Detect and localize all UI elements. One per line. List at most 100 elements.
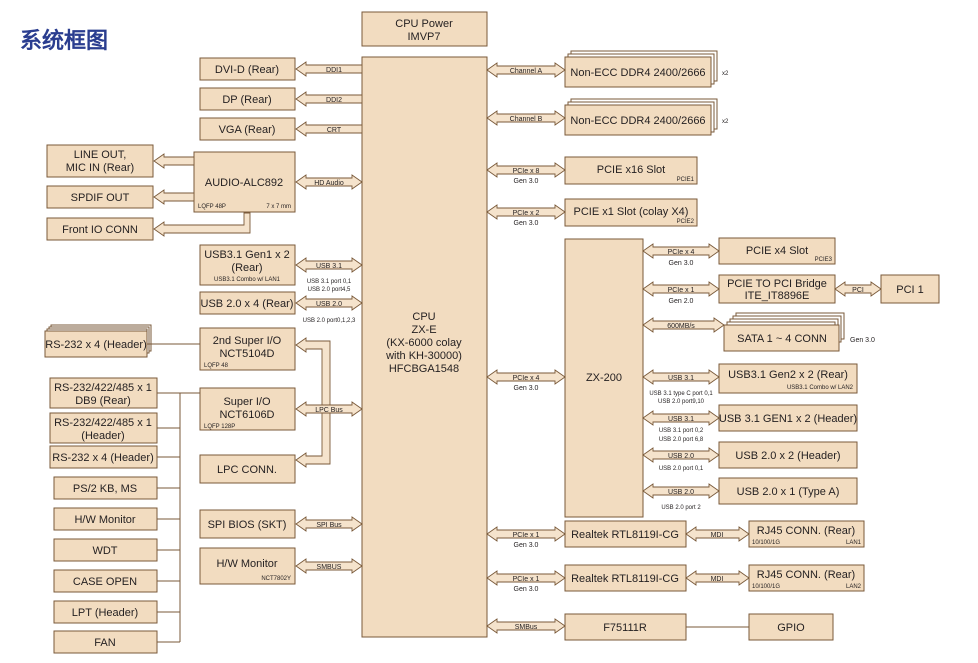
- svg-text:RS-232/422/485 x 1: RS-232/422/485 x 1: [54, 382, 152, 394]
- usb20-rear-box: USB 2.0 x 4 (Rear): [199, 291, 296, 315]
- svg-text:WDT: WDT: [92, 545, 117, 557]
- svg-text:(KX-6000 colay: (KX-6000 colay: [386, 337, 462, 349]
- channel-a-arrow: [486, 62, 566, 78]
- pcie-x8-label: PCIe x 8: [513, 168, 540, 175]
- svg-text:PCIE2: PCIE2: [677, 219, 695, 225]
- svg-text:LQFP 128P: LQFP 128P: [204, 424, 235, 430]
- svg-text:with KH-30000): with KH-30000): [385, 350, 462, 362]
- svg-text:AUDIO-ALC892: AUDIO-ALC892: [205, 177, 283, 189]
- chipset-box: ZX-200: [564, 238, 644, 518]
- spdif-box: SPDIF OUT: [46, 185, 154, 209]
- svg-text:USB 2.0 x 2 (Header): USB 2.0 x 2 (Header): [735, 450, 840, 462]
- spi-bus-label: SPI Bus: [316, 522, 342, 529]
- ps2-box: PS/2 KB, MS: [53, 476, 158, 500]
- svg-text:LPT (Header): LPT (Header): [72, 607, 138, 619]
- usb31-gen2-note2: USB 2.0 port9,10: [658, 399, 705, 405]
- lpc-bus: LPC Bus: [295, 337, 363, 468]
- cpu-chipset-gen: Gen 3.0: [514, 385, 539, 392]
- svg-text:RS-232/422/485 x 1: RS-232/422/485 x 1: [54, 417, 152, 429]
- usb31-header-arrow: [642, 410, 720, 426]
- svg-text:LQFP 48P: LQFP 48P: [198, 204, 226, 210]
- svg-text:IMVP7: IMVP7: [407, 31, 440, 43]
- usb20-x2-note: USB 2.0 port 0,1: [659, 466, 704, 472]
- svg-text:10/100/1G: 10/100/1G: [752, 584, 780, 590]
- channel-b-label: Channel B: [510, 116, 543, 123]
- crt-label: CRT: [327, 127, 342, 134]
- pcie-x2-gen: Gen 3.0: [514, 220, 539, 227]
- svg-text:SPI BIOS (SKT): SPI BIOS (SKT): [208, 519, 287, 531]
- audio-box: AUDIO-ALC892 LQFP 48P 7 x 7 mm: [193, 151, 296, 213]
- pcie-x4-slot-box: PCIE x4 Slot PCIE3: [718, 237, 836, 265]
- sio2-box: 2nd Super I/O NCT5104D LQFP 48: [199, 327, 296, 371]
- usb20-left-note: USB 2.0 port0,1,2,3: [303, 318, 356, 324]
- front-io-arrow: [153, 212, 251, 237]
- svg-text:PCIE x4 Slot: PCIE x4 Slot: [746, 245, 808, 257]
- case-open-box: CASE OPEN: [53, 569, 158, 593]
- svg-text:LPC CONN.: LPC CONN.: [217, 464, 277, 476]
- pcie-x4-gen: Gen 3.0: [669, 260, 694, 267]
- svg-text:GPIO: GPIO: [777, 622, 805, 634]
- hd-audio-arrow: [295, 174, 363, 190]
- svg-text:PCIE TO PCI Bridge: PCIE TO PCI Bridge: [727, 278, 827, 290]
- pci-bridge-box: PCIE TO PCI Bridge ITE_IT8896E: [718, 274, 836, 304]
- fan-box: FAN: [53, 630, 158, 654]
- svg-text:Front IO CONN: Front IO CONN: [62, 224, 138, 236]
- lan2-pcie-arrow: [486, 570, 566, 586]
- channel-a-label: Channel A: [510, 68, 543, 75]
- gpio-box: GPIO: [748, 613, 834, 641]
- usb31-left-arrow: [295, 257, 363, 273]
- usb20-x2-bus: USB 2.0: [668, 453, 694, 460]
- svg-text:(Header): (Header): [81, 430, 124, 442]
- vga-box: VGA (Rear): [199, 117, 296, 141]
- lan2-mdi-label: MDI: [711, 576, 724, 583]
- pcie-x4-arrow: [642, 243, 720, 259]
- svg-text:Non-ECC DDR4 2400/2666: Non-ECC DDR4 2400/2666: [570, 67, 705, 79]
- svg-text:FAN: FAN: [94, 637, 115, 649]
- lpc-bus-label: LPC Bus: [315, 407, 343, 414]
- f75111-box: F75111R: [564, 613, 687, 641]
- svg-text:LINE OUT,: LINE OUT,: [74, 149, 127, 161]
- svg-text:PCIE3: PCIE3: [815, 257, 833, 263]
- rs485-header-box: RS-232/422/485 x 1 (Header): [49, 412, 158, 444]
- usb20-left-arrow: [295, 295, 363, 311]
- usb20-x1-box: USB 2.0 x 1 (Type A): [718, 477, 858, 505]
- usb31-header-note2: USB 2.0 port 6,8: [659, 437, 704, 443]
- svg-text:CPU: CPU: [412, 311, 435, 323]
- svg-text:LAN2: LAN2: [846, 584, 862, 590]
- svg-text:Realtek RTL8119I-CG: Realtek RTL8119I-CG: [571, 529, 679, 541]
- lan2-controller-box: Realtek RTL8119I-CG: [564, 564, 687, 592]
- pci-bridge-bus-label: PCIe x 1: [668, 287, 695, 294]
- svg-text:(Rear): (Rear): [231, 262, 262, 274]
- cpu-box: CPU ZX-E (KX-6000 colay with KH-30000) H…: [361, 56, 488, 638]
- svg-text:SPDIF OUT: SPDIF OUT: [71, 192, 130, 204]
- svg-text:ITE_IT8896E: ITE_IT8896E: [745, 290, 810, 302]
- svg-text:SATA 1 ~ 4 CONN: SATA 1 ~ 4 CONN: [737, 333, 827, 345]
- ddi1-arrow: [295, 61, 363, 77]
- usb20-x1-bus: USB 2.0: [668, 489, 694, 496]
- usb20-x2-arrow: [642, 447, 720, 463]
- svg-text:VGA (Rear): VGA (Rear): [219, 124, 276, 136]
- svg-text:Realtek RTL8119I-CG: Realtek RTL8119I-CG: [571, 573, 679, 585]
- svg-text:Super I/O: Super I/O: [223, 396, 271, 408]
- usb31-gen2-bus: USB 3.1: [668, 375, 694, 382]
- spdif-arrow: [153, 189, 195, 205]
- rs232-header-box-b: RS-232 x 4 (Header): [49, 445, 158, 469]
- sata-bus-label: 600MB/s: [667, 323, 695, 330]
- smbus-hw-arrow: [295, 558, 363, 574]
- svg-text:MIC IN (Rear): MIC IN (Rear): [66, 162, 134, 174]
- svg-text:LQFP 48: LQFP 48: [204, 363, 229, 369]
- usb31-header-bus: USB 3.1: [668, 416, 694, 423]
- pcie-x1-bridge-arrow: [642, 281, 720, 297]
- svg-text:DVI-D (Rear): DVI-D (Rear): [215, 64, 279, 76]
- lan1-rj45-box: RJ45 CONN. (Rear) 10/100/1G LAN1: [748, 520, 865, 548]
- crt-arrow: [295, 121, 363, 137]
- svg-text:USB 3.1 GEN1 x 2 (Header): USB 3.1 GEN1 x 2 (Header): [719, 413, 857, 425]
- usb31-left-label: USB 3.1: [316, 263, 342, 270]
- svg-text:RJ45 CONN. (Rear): RJ45 CONN. (Rear): [757, 569, 855, 581]
- ddr4-channel-a-box: Non-ECC DDR4 2400/2666 x2: [564, 50, 729, 88]
- usb20-x1-arrow: [642, 483, 720, 499]
- svg-text:USB 2.0 x 4 (Rear): USB 2.0 x 4 (Rear): [201, 298, 294, 310]
- svg-text:PS/2 KB, MS: PS/2 KB, MS: [73, 483, 137, 495]
- svg-text:ZX-200: ZX-200: [586, 372, 622, 384]
